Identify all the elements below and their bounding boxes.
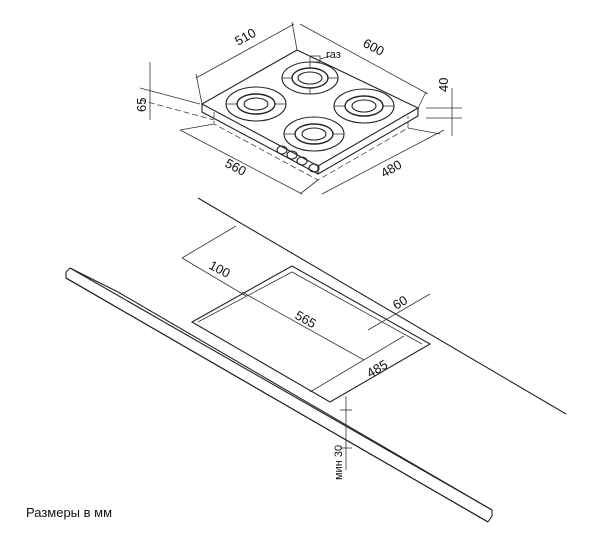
dim-600-label: 600 bbox=[361, 35, 387, 58]
gas-label: газ bbox=[326, 49, 341, 61]
dim-485-label: 485 bbox=[364, 357, 390, 381]
dim-565-label: 565 bbox=[293, 308, 319, 332]
dim-560-label: 560 bbox=[223, 155, 249, 178]
dim-thickness-min30: мин 30 bbox=[333, 396, 352, 480]
countertop-back-edge bbox=[197, 197, 567, 415]
control-knobs bbox=[276, 145, 320, 173]
hob-drawing: 510 600 40 65 560 bbox=[134, 21, 462, 195]
dim-side-65: 65 bbox=[134, 62, 215, 121]
dim-back-100: 100 bbox=[181, 225, 247, 297]
dim-cutout-485: 485 bbox=[309, 335, 405, 393]
dim-min30-label: мин 30 bbox=[333, 445, 345, 480]
burner-right bbox=[333, 88, 395, 124]
units-caption: Размеры в мм bbox=[26, 505, 113, 520]
dim-65-label: 65 bbox=[134, 98, 149, 112]
dim-100-label: 100 bbox=[207, 257, 233, 280]
dim-510-label: 510 bbox=[232, 25, 258, 49]
countertop-drawing: 100 60 565 485 мин 30 bbox=[65, 197, 567, 523]
countertop-cutout bbox=[190, 265, 432, 403]
dim-cutout-565: 565 bbox=[241, 291, 365, 361]
countertop-front-face bbox=[65, 272, 489, 523]
burner-left bbox=[225, 86, 287, 122]
dim-480-label: 480 bbox=[378, 157, 404, 181]
burner-front bbox=[283, 116, 345, 152]
burner-top bbox=[281, 61, 339, 95]
dim-depth-510: 510 bbox=[195, 21, 298, 105]
dim-front-60: 60 bbox=[367, 292, 431, 331]
dim-40-label: 40 bbox=[436, 78, 451, 92]
dim-60-label: 60 bbox=[390, 292, 410, 312]
dim-height-40: 40 bbox=[426, 78, 462, 136]
